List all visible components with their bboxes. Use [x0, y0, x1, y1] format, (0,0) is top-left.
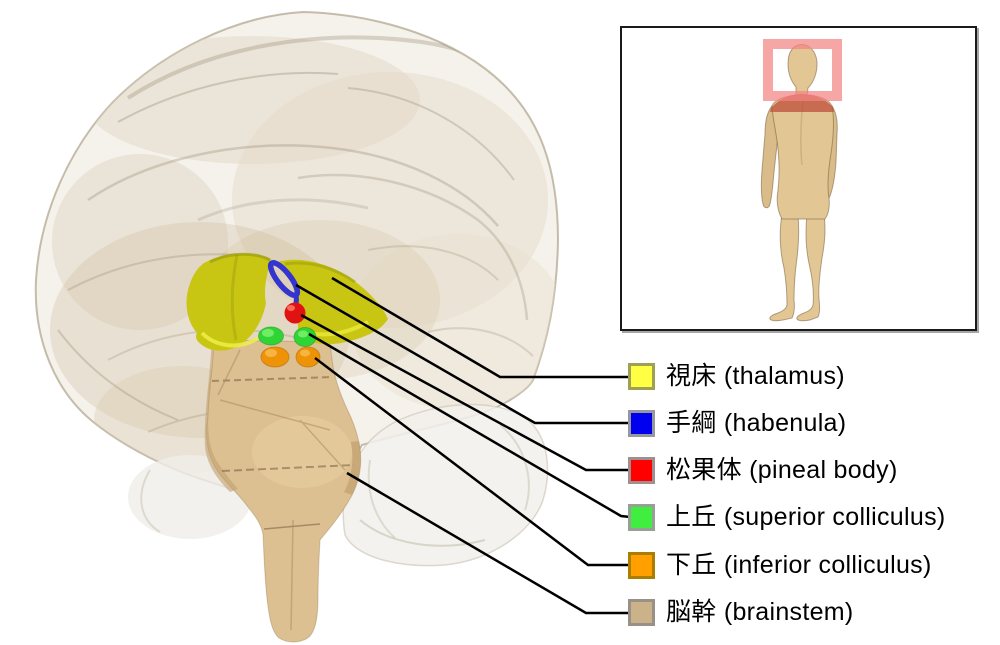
left-leg	[769, 213, 800, 322]
head-highlight-frame	[763, 39, 842, 101]
leader-line-inferior-colliculus	[314, 357, 630, 567]
legend-item-brainstem: 脳幹 (brainstem)	[628, 599, 854, 626]
inferior-colliculus-label: 下丘 (inferior colliculus)	[666, 551, 932, 579]
leader-line-superior-colliculus	[308, 332, 631, 519]
leader-line-thalamus	[331, 276, 630, 379]
superior-colliculus-label: 上丘 (superior colliculus)	[666, 503, 946, 531]
thalamus	[186, 252, 388, 351]
legend-item-inferior-colliculus: 下丘 (inferior colliculus)	[628, 552, 932, 579]
leader-line-brainstem	[346, 471, 630, 615]
habenula-label: 手綱 (habenula)	[666, 409, 847, 437]
brainstem	[204, 339, 362, 643]
leader-line-habenula	[295, 283, 630, 425]
thalamus-label: 視床 (thalamus)	[666, 362, 845, 390]
right-leg	[796, 214, 826, 322]
thalamus-color-swatch	[628, 363, 655, 390]
pineal-body-color-swatch	[628, 457, 655, 484]
leader-lines	[295, 276, 631, 615]
body-location-inset	[620, 26, 977, 331]
legend-item-habenula: 手綱 (habenula)	[628, 410, 846, 437]
pineal-body-label: 松果体 (pineal body)	[666, 456, 898, 484]
habenula-color-swatch	[628, 410, 655, 437]
legend-item-thalamus: 視床 (thalamus)	[628, 363, 845, 390]
brainstem-color-swatch	[628, 599, 655, 626]
leader-line-pineal-body	[300, 313, 630, 472]
superior-colliculus-color-swatch	[628, 504, 655, 531]
legend-item-pineal-body: 松果体 (pineal body)	[628, 457, 898, 484]
inferior-colliculus	[260, 346, 321, 368]
brainstem-label: 脳幹 (brainstem)	[666, 598, 854, 626]
pineal-body	[284, 302, 306, 324]
inferior-colliculus-color-swatch	[628, 552, 655, 579]
thalamus-left-lobe	[186, 253, 271, 351]
superior-colliculus	[258, 326, 317, 347]
human-figure	[760, 39, 842, 322]
legend-item-superior-colliculus: 上丘 (superior colliculus)	[628, 504, 946, 531]
